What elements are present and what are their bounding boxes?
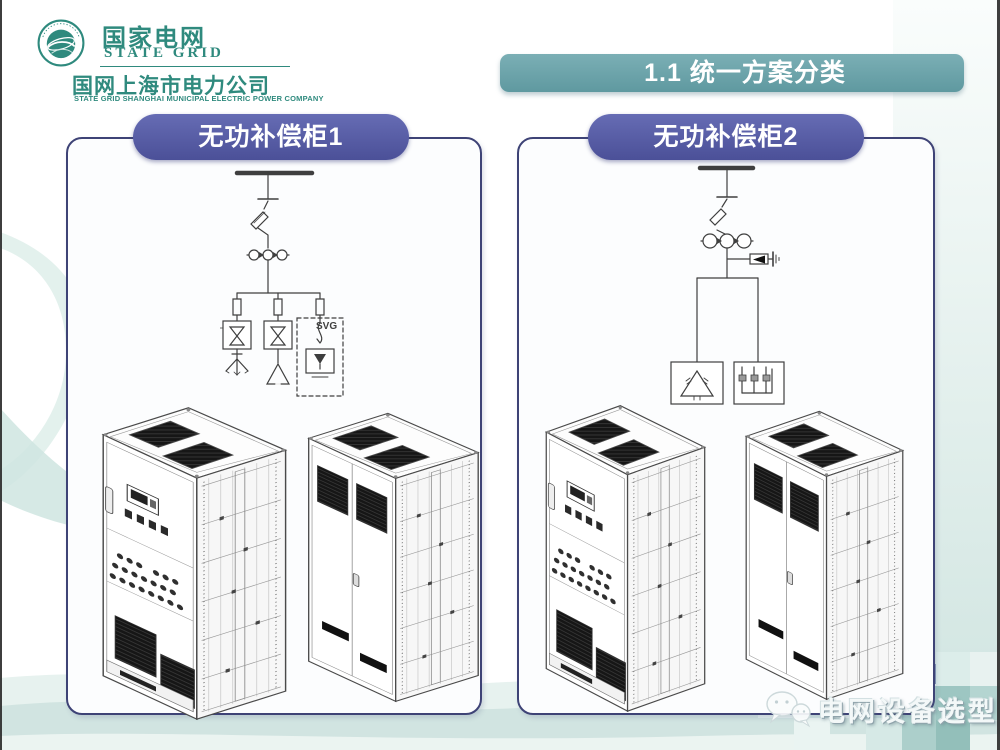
section-title-banner: 1.1 统一方案分类 [500,54,964,92]
cabinet-2-rear-isometric-drawing [740,406,910,702]
right-border-line [997,0,1000,750]
state-grid-emblem-icon [37,19,85,67]
panel-2-header-pill: 无功补偿柜2 [588,114,864,160]
cabinet-1-front-isometric-drawing [96,402,294,722]
wechat-icon [766,691,811,728]
logo-company-en: STATE GRID SHANGHAI MUNICIPAL ELECTRIC P… [74,94,324,103]
left-wave-ribbon [0,232,87,492]
logo-divider [100,66,290,67]
svg-box-label: SVG [316,321,337,332]
logo-brand-cn: 国家电网 [102,25,206,52]
single-line-diagram-1: SVG [220,170,344,397]
logo-company-cn: 国网上海市电力公司 [72,75,270,98]
watermark-text: 电网设备选型 [818,697,998,727]
single-line-diagram-2 [670,165,785,405]
cabinet-1-rear-isometric-drawing [302,408,486,704]
left-wave-band [0,408,175,536]
logo-brand-en: STATE GRID [104,45,224,61]
cabinet-2-front-isometric-drawing [540,400,712,714]
panel-1-header-pill: 无功补偿柜1 [133,114,409,160]
state-grid-logo-block: 国家电网 STATE GRID 国网上海市电力公司 STATE GRID SHA… [34,14,324,104]
left-border-line [0,0,2,750]
bottom-wave-3 [0,733,1000,750]
